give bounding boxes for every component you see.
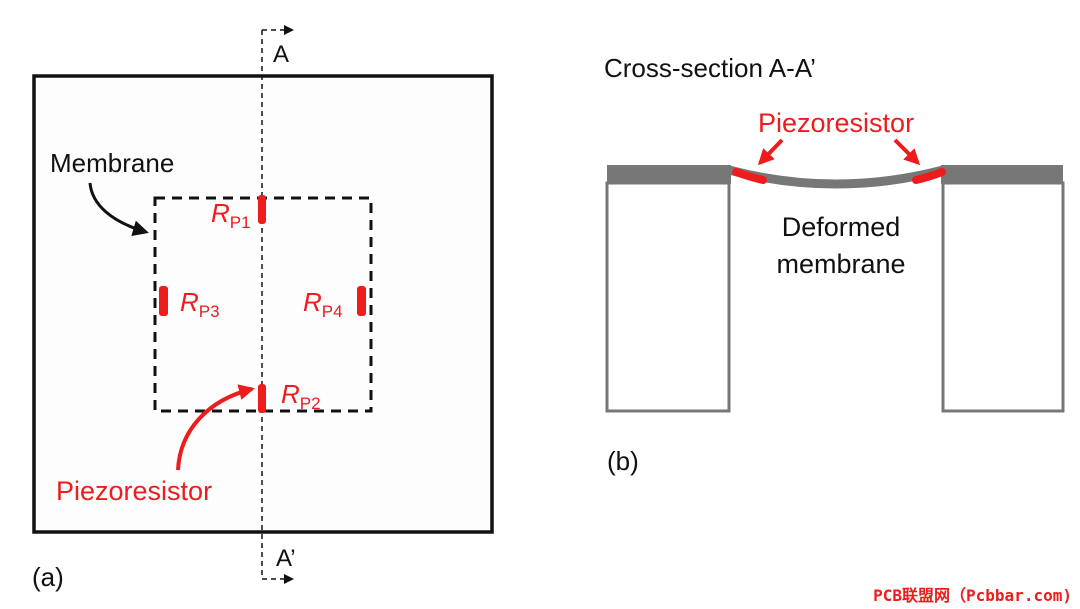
membrane-label: Membrane <box>50 148 174 178</box>
chip-frame <box>32 74 494 534</box>
piezoresistor-pointer-arrow-a <box>176 384 255 471</box>
resistor-rp1-bar <box>258 195 266 224</box>
piezoresistor-left-segment <box>732 168 767 184</box>
resistor-rp3-label: RP3 <box>180 287 220 321</box>
top-layer-right <box>941 165 1063 184</box>
piezoresistor-label-b: Piezoresistor <box>758 108 914 138</box>
substrate-right-leg <box>941 181 1065 413</box>
panel-b-label: (b) <box>607 446 639 476</box>
resistor-rp3-bar <box>159 286 168 316</box>
resistor-rp1-label: RP1 <box>211 198 251 232</box>
panel-a-label: (a) <box>32 562 64 592</box>
panel-b: Cross-section A-A’ Piezoresistor Deforme… <box>604 53 1065 476</box>
watermark: PCB联盟网（Pcbbar.com) <box>873 586 1072 605</box>
piezoresistor-right-segment <box>912 168 946 184</box>
resistor-rp4-bar <box>357 286 366 316</box>
panel-a: A A’ Membrane RP1 RP2 RP3 RP4 Piezoresis… <box>32 25 494 592</box>
resistor-rp2-label: RP2 <box>281 379 321 413</box>
membrane-pointer-arrow <box>88 182 149 237</box>
top-layer-left <box>607 165 731 184</box>
resistor-rp4-label: RP4 <box>303 287 343 321</box>
substrate-left-leg <box>605 181 731 413</box>
resistor-rp2-bar <box>258 384 266 413</box>
deformed-membrane-label-line2: membrane <box>776 249 905 279</box>
cross-section-title: Cross-section A-A’ <box>604 53 816 83</box>
section-label-bottom: A’ <box>276 545 296 572</box>
deformed-membrane-label-line1: Deformed <box>782 212 901 242</box>
piezoresistor-label-a: Piezoresistor <box>56 476 212 506</box>
piezoresistor-arrow-left <box>757 138 784 166</box>
section-label-top: A <box>273 41 289 68</box>
piezoresistor-arrow-right <box>893 138 921 166</box>
